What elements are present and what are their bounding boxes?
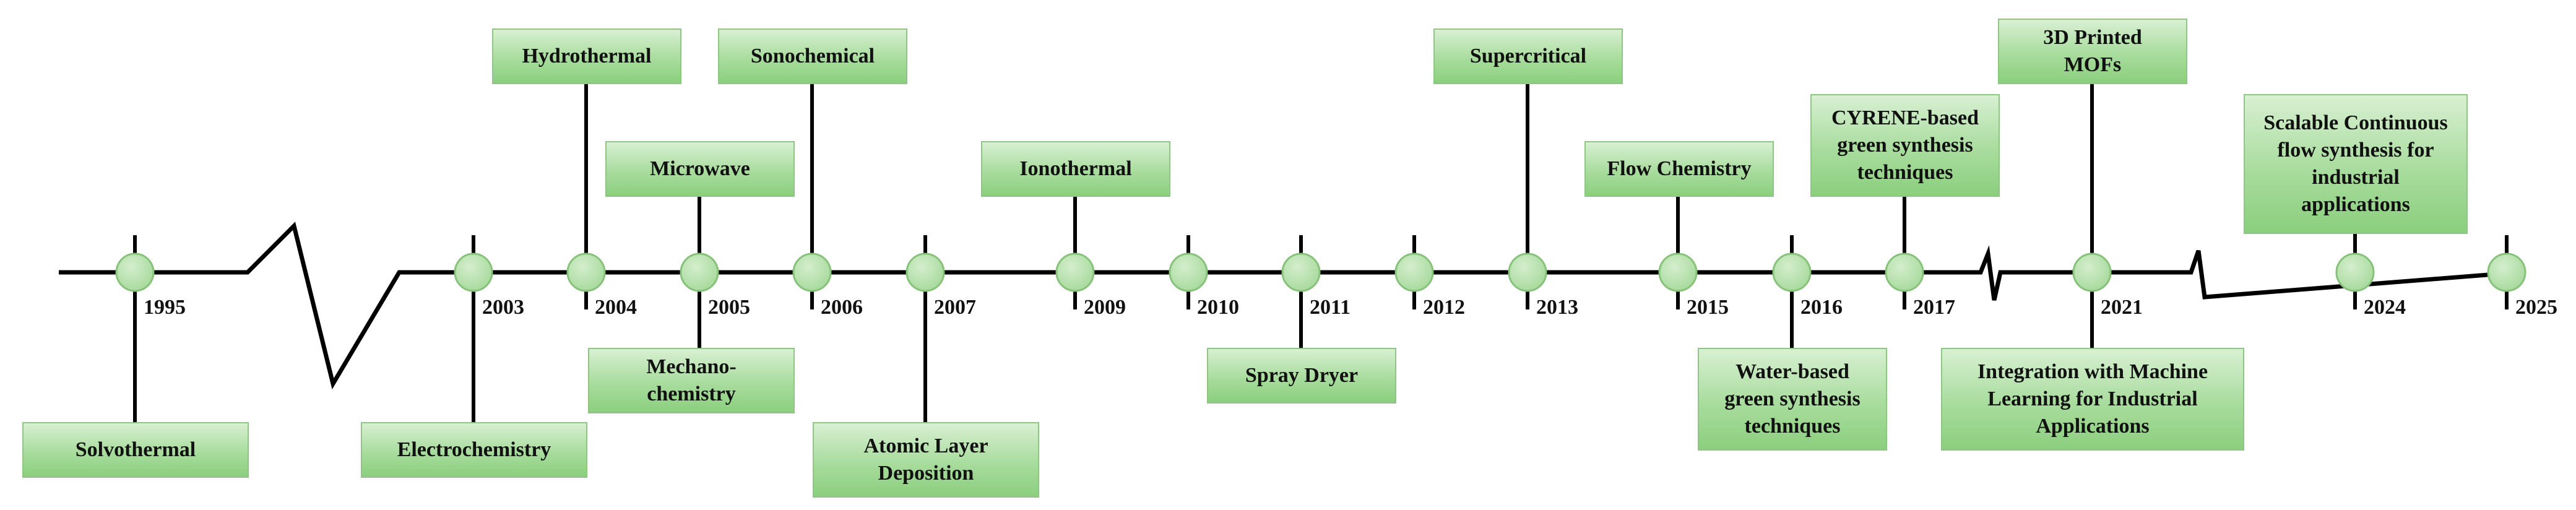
year-node [1281, 253, 1321, 292]
year-node [115, 253, 155, 292]
year-label: 2010 [1197, 296, 1239, 319]
event-box: Integration with Machine Learning for In… [1941, 348, 2244, 451]
event-box: Microwave [605, 141, 795, 197]
year-label: 2012 [1423, 296, 1465, 319]
year-node [454, 253, 493, 292]
event-box: 3D Printed MOFs [1998, 19, 2187, 84]
year-node [1772, 253, 1812, 292]
year-label: 2017 [1913, 296, 1955, 319]
year-label: 2011 [1310, 296, 1351, 319]
year-label: 2007 [934, 296, 976, 319]
year-node [2487, 253, 2526, 292]
year-label: 2003 [482, 296, 524, 319]
event-box: Supercritical [1433, 28, 1623, 84]
year-node [1658, 253, 1698, 292]
event-box: Atomic Layer Deposition [813, 422, 1039, 498]
event-box: Scalable Continuous flow synthesis for i… [2244, 94, 2468, 234]
event-box: Water-based green synthesis techniques [1698, 348, 1887, 451]
year-node [566, 253, 606, 292]
event-box: Flow Chemistry [1584, 141, 1774, 197]
year-node [905, 253, 945, 292]
axis-line [59, 222, 2520, 390]
year-label: 2009 [1084, 296, 1126, 319]
event-box: Electrochemistry [361, 422, 587, 478]
year-node [1508, 253, 1547, 292]
year-node [1055, 253, 1095, 292]
year-label: 2013 [1536, 296, 1578, 319]
year-label: 2016 [1800, 296, 1843, 319]
year-label: 2015 [1687, 296, 1729, 319]
event-box: Ionothermal [981, 141, 1170, 197]
year-label: 1995 [144, 296, 186, 319]
year-node [792, 253, 832, 292]
event-box: Spray Dryer [1207, 348, 1396, 404]
year-label: 2005 [708, 296, 750, 319]
year-node [1394, 253, 1434, 292]
year-label: 2024 [2364, 296, 2406, 319]
year-node [2335, 253, 2375, 292]
event-box: Solvothermal [22, 422, 249, 478]
year-label: 2004 [595, 296, 637, 319]
year-node [2072, 253, 2112, 292]
year-node [680, 253, 719, 292]
event-box: Sonochemical [718, 28, 907, 84]
year-label: 2006 [821, 296, 863, 319]
year-label: 2021 [2101, 296, 2143, 319]
year-node [1169, 253, 1208, 292]
year-node [1885, 253, 1924, 292]
event-box: CYRENE-based green synthesis techniques [1810, 94, 2000, 197]
event-box: Mechano- chemistry [588, 348, 795, 413]
event-box: Hydrothermal [492, 28, 681, 84]
year-label: 2025 [2515, 296, 2557, 319]
